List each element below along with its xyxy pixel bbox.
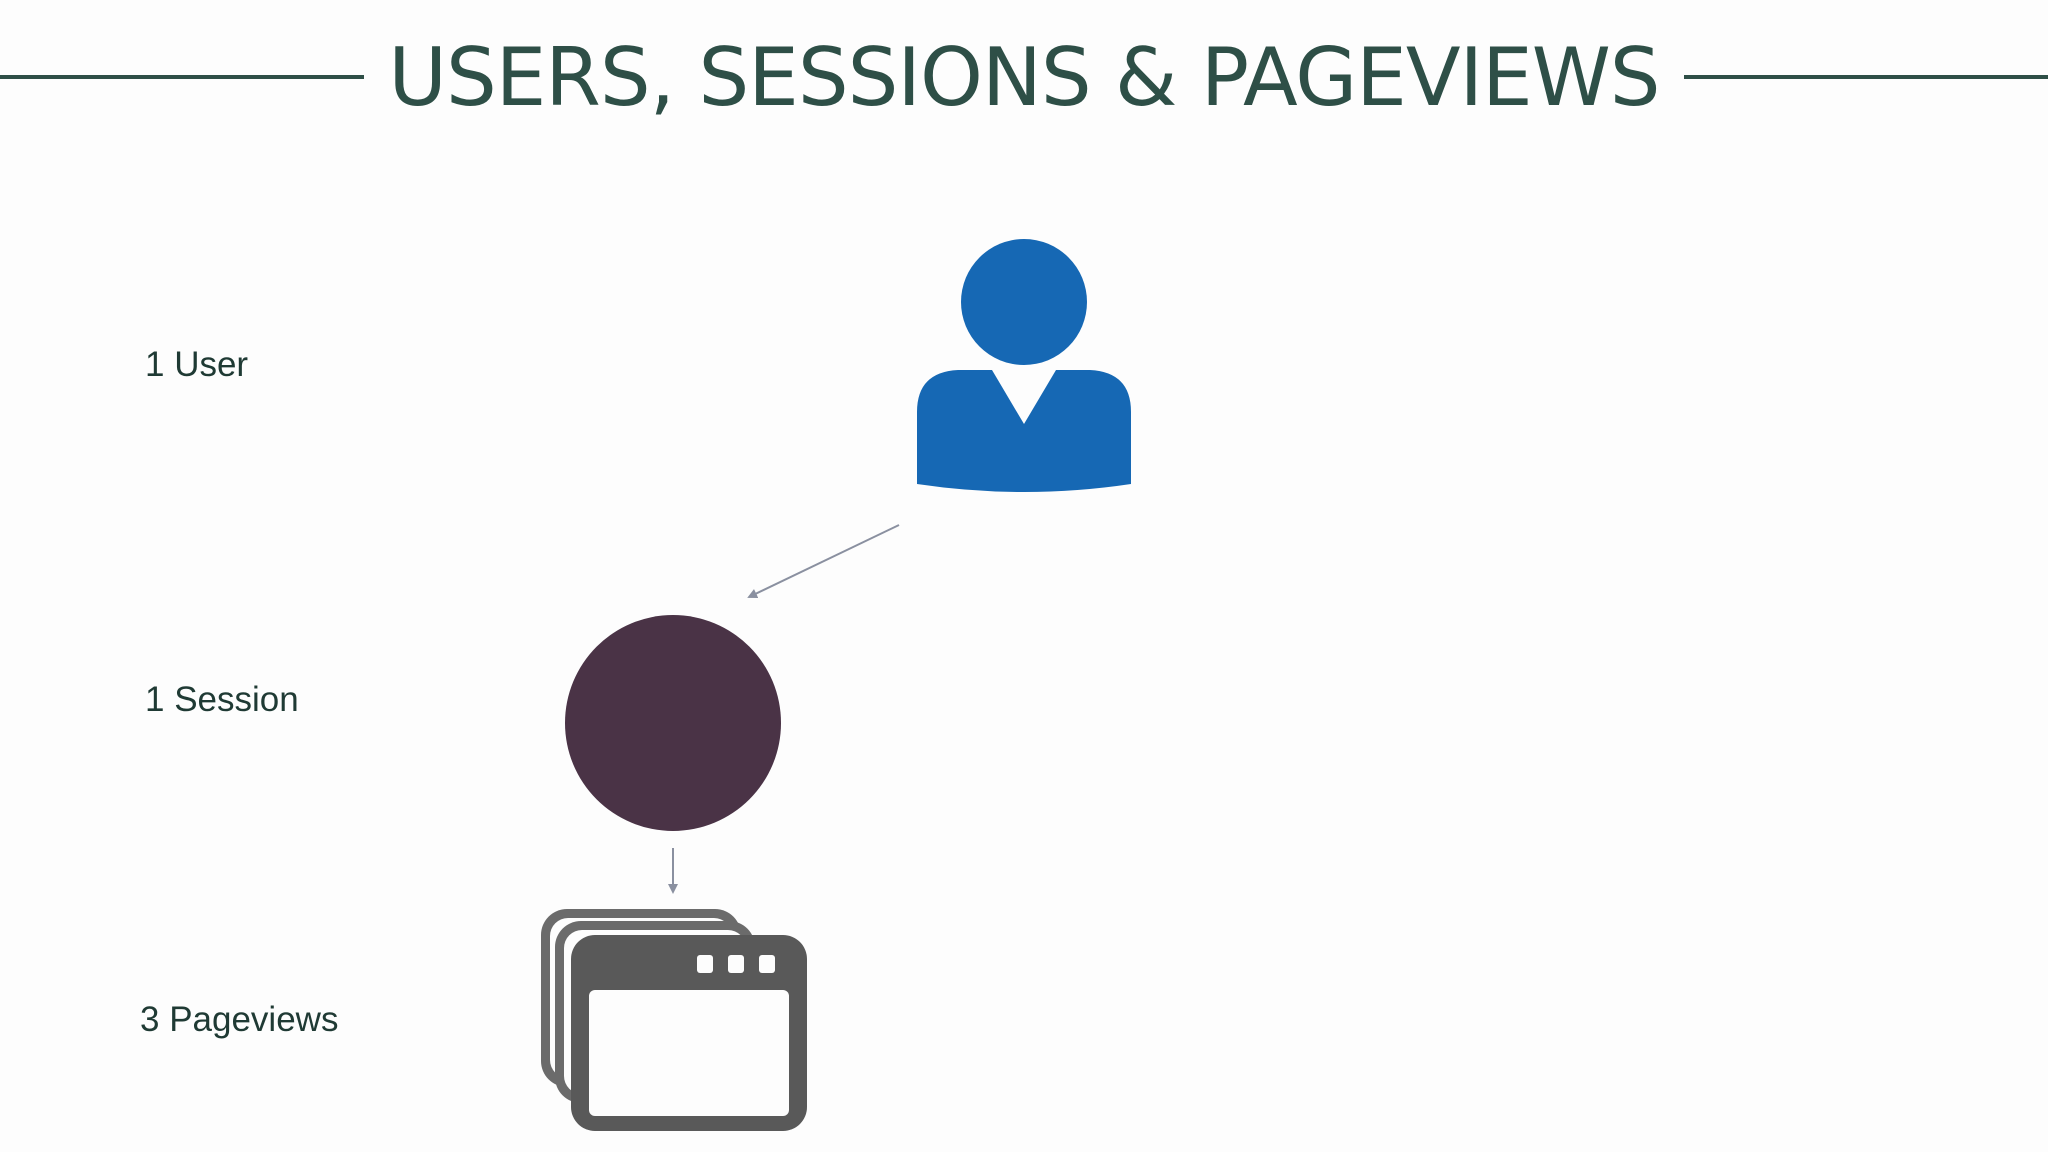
- arrow-user-to-session: [747, 524, 900, 599]
- window-control-dot: [697, 955, 713, 973]
- slide-title: USERS, SESSIONS & PAGEVIEWS: [388, 31, 1660, 124]
- session-circle: [565, 615, 781, 831]
- title-rule-left: [0, 75, 364, 79]
- label-session-count: 1 Session: [145, 680, 299, 719]
- window-control-dot: [759, 955, 775, 973]
- browser-window-front: [571, 935, 807, 1131]
- window-control-dot: [728, 955, 744, 973]
- label-user-count: 1 User: [145, 345, 249, 384]
- label-pageview-count: 3 Pageviews: [140, 1000, 339, 1039]
- user-icon: [917, 239, 1131, 492]
- browser-windows-icon: [541, 909, 807, 1131]
- title-rule-right: [1684, 75, 2048, 79]
